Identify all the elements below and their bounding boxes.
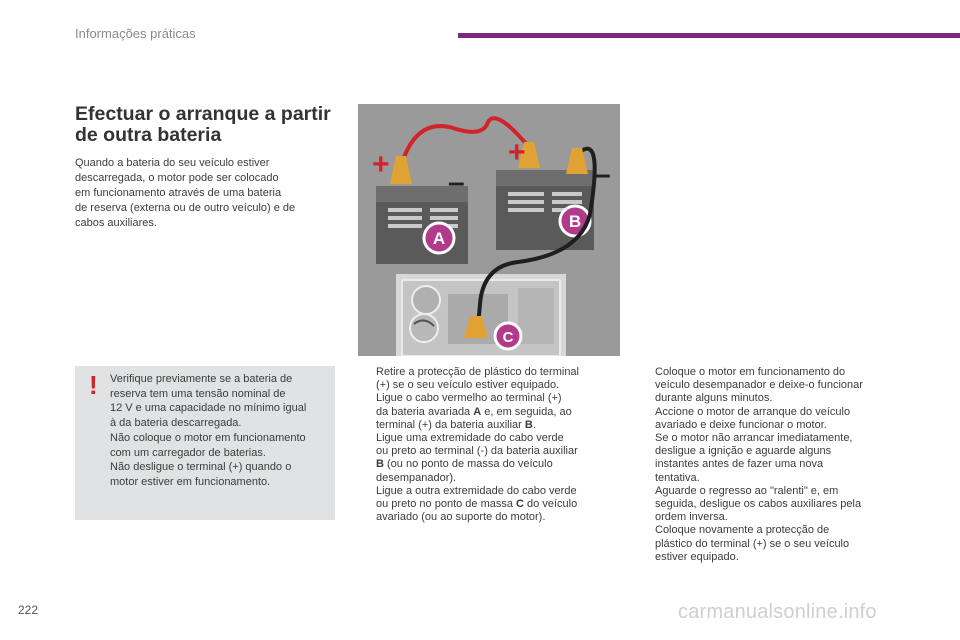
list-item: Coloque novamente a protecção de plástic… xyxy=(642,524,904,564)
intro-line: Quando a bateria do seu veículo estiver xyxy=(75,157,270,169)
intro-paragraph: Quando a bateria do seu veículo estiver … xyxy=(75,156,335,231)
instructions-list-left: Retire a protecção de plástico do termin… xyxy=(363,366,621,524)
warning-text: Verifique previamente se a bateria de re… xyxy=(110,372,332,490)
step-line: durante alguns minutos. xyxy=(655,392,773,405)
site-watermark: carmanualsonline.info xyxy=(678,601,877,623)
step-line: B (ou no ponto de massa do veículo xyxy=(376,458,621,471)
step-line: tentativa. xyxy=(655,471,700,484)
step-line: Aguarde o regresso ao "ralenti" e, em xyxy=(655,484,839,497)
battery-ref: B xyxy=(376,458,384,471)
step-text: e, em seguida, ao xyxy=(481,405,572,418)
step-line: Ligue uma extremidade do cabo verde xyxy=(376,432,564,445)
step-line: Se o motor não arrancar imediatamente, xyxy=(655,432,853,445)
red-cable xyxy=(401,116,530,161)
minus-sign-b: – xyxy=(594,158,611,191)
step-line: Coloque novamente a protecção de xyxy=(655,524,830,537)
black-cable xyxy=(476,146,597,327)
warning-line: à da bateria descarregada. xyxy=(110,417,242,430)
warning-line: reserva tem uma tensão nominal de xyxy=(110,387,286,400)
step-line: desempanador). xyxy=(376,471,457,484)
list-item: Aguarde o regresso ao "ralenti" e, em se… xyxy=(642,485,904,525)
step-line: plástico do terminal (+) se o seu veícul… xyxy=(655,537,850,550)
battery-ref: C xyxy=(516,498,524,511)
list-item: Retire a protecção de plástico do termin… xyxy=(363,366,621,392)
step-line: Ligue a outra extremidade do cabo verde xyxy=(376,484,577,497)
battery-a-label: A xyxy=(433,229,445,248)
warning-icon: ! xyxy=(89,370,98,400)
step-line: seguida, desligue os cabos auxiliares pe… xyxy=(655,498,862,511)
step-line: Retire a protecção de plástico do termin… xyxy=(376,366,579,378)
list-item: Ligue o cabo vermelho ao terminal (+) da… xyxy=(363,392,621,432)
step-line: veículo desempanador e deixe-o funcionar xyxy=(655,379,863,392)
step-line: ou preto no ponto de massa C do veículo xyxy=(376,498,621,511)
step-text: terminal (+) da bateria auxiliar xyxy=(376,418,525,431)
minus-sign-a: – xyxy=(448,166,465,199)
battery-ref: A xyxy=(473,405,482,418)
step-line: estiver equipado. xyxy=(655,550,739,563)
step-line: Accione o motor de arranque do veículo xyxy=(655,405,851,418)
battery-a: A xyxy=(376,186,468,264)
step-line: terminal (+) da bateria auxiliar B. xyxy=(376,419,621,432)
list-item: Ligue uma extremidade do cabo verde ou p… xyxy=(363,432,621,485)
instructions-list-right: Coloque o motor em funcionamento do veíc… xyxy=(642,366,904,564)
step-text: da bateria avariada xyxy=(376,405,474,418)
step-line: desligue a ignição e aguarde alguns xyxy=(655,445,832,458)
warning-box: ! Verifique previamente se a bateria de … xyxy=(75,366,335,520)
title-line-2: de outra bateria xyxy=(75,124,222,146)
clamp-icons xyxy=(390,142,588,338)
header-accent-bar xyxy=(458,33,960,38)
step-line: avariado (ou ao suporte do motor). xyxy=(376,511,546,524)
title-line-1: Efectuar o arranque a partir xyxy=(75,103,331,125)
warning-line: Não coloque o motor em funcionamento xyxy=(110,431,306,444)
page-number: 222 xyxy=(18,603,39,617)
step-text: do veículo xyxy=(524,498,578,511)
step-line: ou preto ao terminal (-) da bateria auxi… xyxy=(376,445,578,458)
plus-sign-b: + xyxy=(508,136,526,169)
step-line: (+) se o seu veículo estiver equipado. xyxy=(376,379,560,392)
step-line: ordem inversa. xyxy=(655,511,728,524)
step-text: . xyxy=(532,418,536,431)
section-title: Informações práticas xyxy=(75,26,196,41)
battery-b-label: B xyxy=(569,212,581,231)
warning-line: com um carregador de baterias. xyxy=(110,446,266,459)
warning-line: motor estiver em funcionamento. xyxy=(110,475,271,488)
warning-line: Não desligue o terminal (+) quando o xyxy=(110,461,292,474)
list-item: Coloque o motor em funcionamento do veíc… xyxy=(642,366,904,406)
step-text: (ou no ponto de massa do veículo xyxy=(383,458,553,471)
intro-line: em funcionamento através de uma bateria xyxy=(75,187,282,199)
plus-sign-a: + xyxy=(372,148,390,181)
battery-jump-illustration: A B + – + – C xyxy=(358,104,620,357)
step-line: instantes antes de fazer uma nova xyxy=(655,458,824,471)
illustration-svg: A B + – + – C xyxy=(358,104,620,357)
intro-line: cabos auxiliares. xyxy=(75,217,157,229)
step-text: ou preto no ponto de massa xyxy=(376,498,517,511)
step-line: avariado e deixe funcionar o motor. xyxy=(655,418,827,431)
intro-line: de reserva (externa ou de outro veículo)… xyxy=(75,202,296,214)
list-item: Ligue a outra extremidade do cabo verde … xyxy=(363,485,621,525)
list-item: Accione o motor de arranque do veículo a… xyxy=(642,406,904,485)
intro-line: descarregada, o motor pode ser colocado xyxy=(75,172,279,184)
page-title: Efectuar o arranque a partir de outra ba… xyxy=(75,104,345,146)
step-line: da bateria avariada A e, em seguida, ao xyxy=(376,406,621,419)
warning-line: 12 V e uma capacidade no mínimo igual xyxy=(110,402,307,415)
battery-ref: B xyxy=(524,418,533,431)
step-line: Ligue o cabo vermelho ao terminal (+) xyxy=(376,392,562,405)
ground-point-c-label: C xyxy=(503,329,514,346)
warning-line: Verifique previamente se a bateria de xyxy=(110,373,293,385)
step-line: Coloque o motor em funcionamento do xyxy=(655,366,846,378)
